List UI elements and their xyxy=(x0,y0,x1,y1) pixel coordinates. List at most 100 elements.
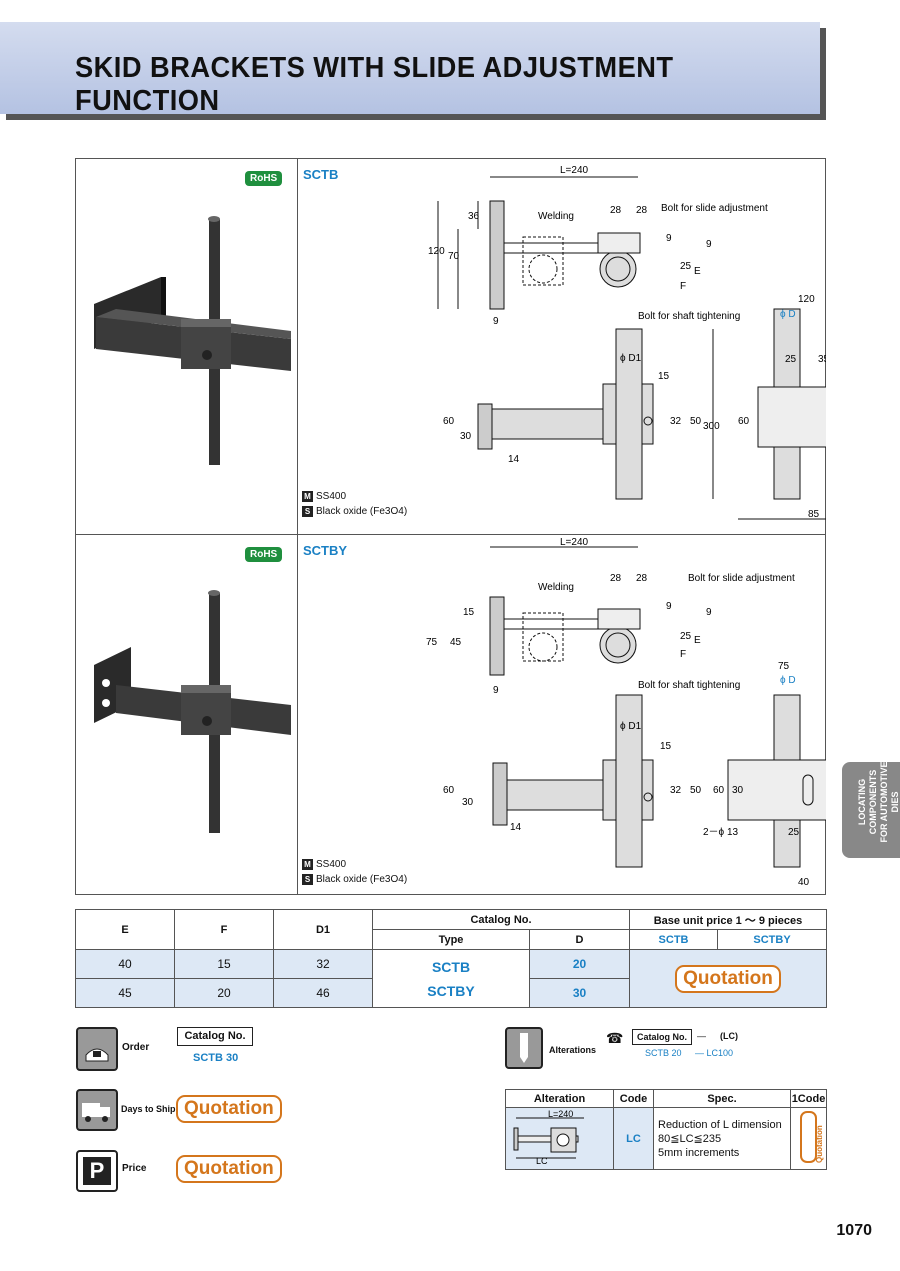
truck-icon xyxy=(76,1089,118,1131)
order-catalog-box: Catalog No. xyxy=(177,1027,253,1046)
header-F: F xyxy=(174,909,274,950)
alt-code: LC xyxy=(613,1107,654,1170)
alt-quotation-badge: Quotation xyxy=(800,1111,824,1163)
dim-25: 25 xyxy=(680,261,692,272)
dim-F: F xyxy=(680,649,686,660)
dim-45: 45 xyxy=(450,637,462,648)
dim-w85: 85 xyxy=(808,509,820,520)
dim-14: 14 xyxy=(508,454,520,465)
dim-w40: 40 xyxy=(798,877,810,888)
order-label: Order xyxy=(122,1042,150,1053)
dim-D1: ϕ D1 xyxy=(620,721,642,732)
price-label: Price xyxy=(122,1163,147,1174)
rohs-badge: RoHS xyxy=(245,171,283,186)
header-sctby: SCTBY xyxy=(717,929,827,950)
alt-dash: — xyxy=(697,1031,706,1041)
label-bolt-slide: Bolt for slide adjustment xyxy=(661,203,768,214)
page-number: 1070 xyxy=(836,1222,872,1239)
dim-28b: 28 xyxy=(636,573,648,584)
dim-36: 36 xyxy=(468,211,480,222)
header-catalog: Catalog No. xyxy=(372,909,630,930)
cell-E: 45 xyxy=(75,978,175,1008)
dim-w60: 60 xyxy=(713,785,725,796)
alt-header-alteration: Alteration xyxy=(505,1089,614,1108)
alteration-table: Alteration Code Spec. 1Code L=240 LC LC … xyxy=(505,1089,827,1170)
dim-28a: 28 xyxy=(610,205,622,216)
cell-D1: 32 xyxy=(273,949,373,979)
dim-50: 50 xyxy=(690,785,702,796)
dim-28b: 28 xyxy=(636,205,648,216)
material-value: SS400 xyxy=(316,859,347,870)
table-row: 40 15 32 SCTB SCTBY 20 Quotation xyxy=(75,949,827,1008)
dim-phiD: ϕ D xyxy=(780,309,796,320)
header-sctb: SCTB xyxy=(628,929,719,950)
type-sctb: SCTB xyxy=(431,958,471,975)
label-bolt-shaft: Bolt for shaft tightening xyxy=(638,311,740,322)
label-bolt-slide: Bolt for slide adjustment xyxy=(688,573,795,584)
dim-w25: 25 xyxy=(785,354,797,365)
days-quotation: Quotation xyxy=(176,1095,282,1123)
header-D: D xyxy=(529,929,630,950)
dim-50: 50 xyxy=(690,416,702,427)
alt-example-model: SCTB 20 xyxy=(645,1048,682,1058)
price-icon: P xyxy=(76,1150,118,1192)
sctby-photo-illustration xyxy=(94,590,291,833)
header-type: Type xyxy=(372,929,530,950)
table-row: L=240 LC LC Reduction of L dimension 80≦… xyxy=(505,1107,827,1170)
dim-9b: 9 xyxy=(666,233,672,244)
dim-w120: 120 xyxy=(798,294,815,305)
dim-holes: 2－ϕ 13 xyxy=(703,827,739,838)
sctby-drawing: L=240 Welding Bolt for slide adjustment … xyxy=(426,537,826,888)
dim-w35: 35 xyxy=(818,354,826,365)
page-title: SKID BRACKETS WITH SLIDE ADJUSTMENT FUNC… xyxy=(75,52,674,117)
alt-1code: Quotation xyxy=(790,1107,827,1170)
dim-9c: 9 xyxy=(706,239,712,250)
price-quotation: Quotation xyxy=(176,1155,282,1183)
order-example: SCTB 30 xyxy=(193,1052,239,1064)
label-welding: Welding xyxy=(538,582,574,593)
cell-D: 30 xyxy=(529,978,630,1008)
surface-value: Black oxide (Fe3O4) xyxy=(316,874,408,885)
alt-diagram-L: L=240 xyxy=(548,1109,573,1119)
dim-F: F xyxy=(680,281,686,292)
price-table: E F D1 Catalog No. Base unit price 1 ～ 9… xyxy=(75,909,827,1008)
alt-catalog-box: Catalog No. xyxy=(632,1029,692,1045)
cell-types: SCTB SCTBY xyxy=(372,949,530,1008)
material-value: SS400 xyxy=(316,491,347,502)
dim-9a: 9 xyxy=(493,316,499,327)
dim-75: 75 xyxy=(426,637,438,648)
dim-w25: 25 xyxy=(788,827,800,838)
alterations-label: Alterations xyxy=(549,1045,597,1055)
rohs-badge: RoHS xyxy=(245,547,283,562)
product-panel-sctb: RoHS SCTB L=240 Weld xyxy=(75,158,826,535)
product-photo: RoHS xyxy=(76,535,298,894)
alt-lc: (LC) xyxy=(720,1031,738,1041)
alt-quotation-text: Quotation xyxy=(815,1125,824,1163)
label-welding: Welding xyxy=(538,211,574,222)
dim-14: 14 xyxy=(510,822,522,833)
quotation-badge: Quotation xyxy=(675,964,781,993)
alt-diagram-LC: LC xyxy=(536,1156,548,1166)
header-D1: D1 xyxy=(273,909,373,950)
sctb-photo-illustration xyxy=(94,216,291,465)
dim-15t: 15 xyxy=(463,607,475,618)
cell-F: 20 xyxy=(174,978,274,1008)
cell-E: 40 xyxy=(75,949,175,979)
dim-30: 30 xyxy=(462,797,474,808)
dim-70: 70 xyxy=(448,251,460,262)
dim-w30: 30 xyxy=(732,785,744,796)
dim-32: 32 xyxy=(670,785,682,796)
dim-30: 30 xyxy=(460,431,472,442)
model-label: SCTB xyxy=(303,167,339,182)
surface-value: Black oxide (Fe3O4) xyxy=(316,506,408,517)
alt-spec-line1: Reduction of L dimension xyxy=(658,1118,782,1131)
cell-D: 20 xyxy=(529,949,630,979)
dim-25: 25 xyxy=(680,631,692,642)
dim-D1: ϕ D1 xyxy=(620,353,642,364)
alt-header-spec: Spec. xyxy=(653,1089,791,1108)
dim-9c: 9 xyxy=(706,607,712,618)
alt-example-lc: — LC100 xyxy=(695,1048,734,1058)
